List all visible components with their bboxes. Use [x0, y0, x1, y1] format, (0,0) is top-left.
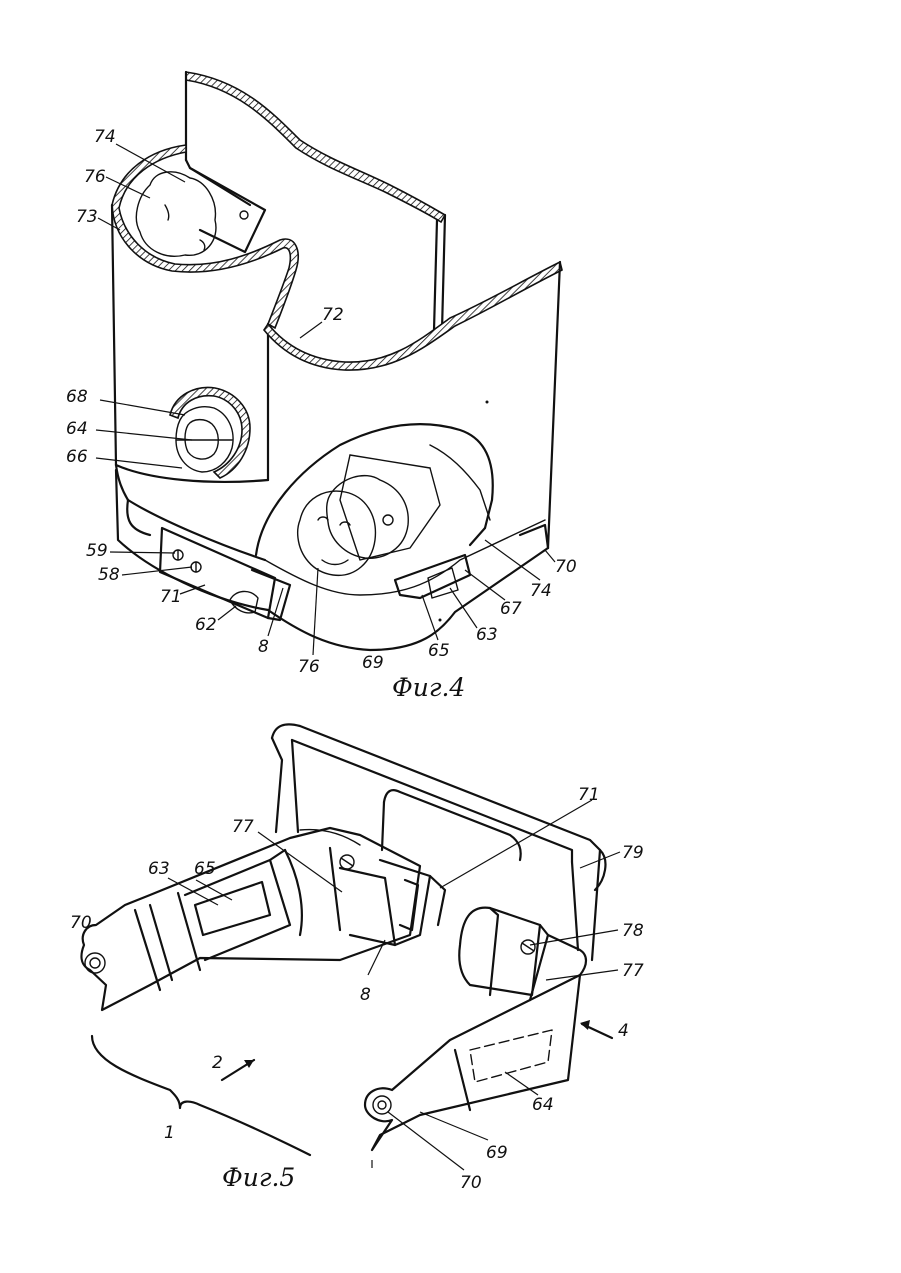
direction-arrow-2 — [222, 1060, 254, 1080]
label-64: 64 — [66, 419, 88, 439]
left-wing — [82, 828, 445, 1010]
label-74: 74 — [530, 581, 552, 601]
figure-5: 77 65 63 70 71 79 78 77 4 8 2 1 64 69 70… — [70, 724, 644, 1193]
side-hole — [170, 387, 250, 478]
label-71: 71 — [160, 587, 182, 607]
label-59: 59 — [86, 541, 108, 561]
label-68: 68 — [66, 387, 88, 407]
figure-5-caption: Фиг.5 — [222, 1163, 295, 1192]
bracket-74-top — [136, 160, 265, 256]
label-79: 79 — [622, 843, 644, 863]
label-70: 70 — [460, 1173, 482, 1193]
figure-4-caption: Фиг.4 — [392, 673, 465, 702]
label-64: 64 — [532, 1095, 554, 1115]
label-72: 72 — [322, 305, 344, 325]
label-8: 8 — [258, 637, 269, 657]
label-8: 8 — [360, 985, 371, 1005]
label-76: 76 — [84, 167, 106, 187]
label-76: 76 — [298, 657, 320, 677]
front-opening — [256, 424, 493, 575]
label-58: 58 — [98, 565, 120, 585]
label-74: 74 — [94, 127, 116, 147]
left-column — [112, 145, 298, 482]
label-71: 71 — [578, 785, 600, 805]
figure-4-labels: 74 76 73 72 68 64 66 59 58 71 62 8 76 69… — [66, 127, 577, 702]
label-69: 69 — [486, 1143, 508, 1163]
label-2: 2 — [212, 1053, 223, 1073]
label-67: 67 — [500, 599, 522, 619]
label-63: 63 — [148, 859, 170, 879]
label-78: 78 — [622, 921, 644, 941]
label-63: 63 — [476, 625, 498, 645]
figure-4: 74 76 73 72 68 64 66 59 58 71 62 8 76 69… — [66, 72, 577, 702]
label-69: 69 — [362, 653, 384, 673]
figure-5-labels: 77 65 63 70 71 79 78 77 4 8 2 1 64 69 70… — [70, 785, 644, 1193]
back-wall-panel — [186, 72, 445, 330]
label-73: 73 — [76, 207, 98, 227]
label-66: 66 — [66, 447, 88, 467]
label-70: 70 — [555, 557, 577, 577]
curved-wall-72 — [264, 262, 562, 548]
label-65: 65 — [194, 859, 216, 879]
figure-4-leaders — [96, 144, 555, 655]
label-62: 62 — [195, 615, 217, 635]
label-77: 77 — [232, 817, 254, 837]
label-77: 77 — [622, 961, 644, 981]
label-1: 1 — [164, 1123, 175, 1143]
label-70: 70 — [70, 913, 92, 933]
group-bracket — [92, 1036, 310, 1155]
label-65: 65 — [428, 641, 450, 661]
arrow-4 — [580, 1020, 612, 1038]
label-4: 4 — [618, 1021, 629, 1041]
